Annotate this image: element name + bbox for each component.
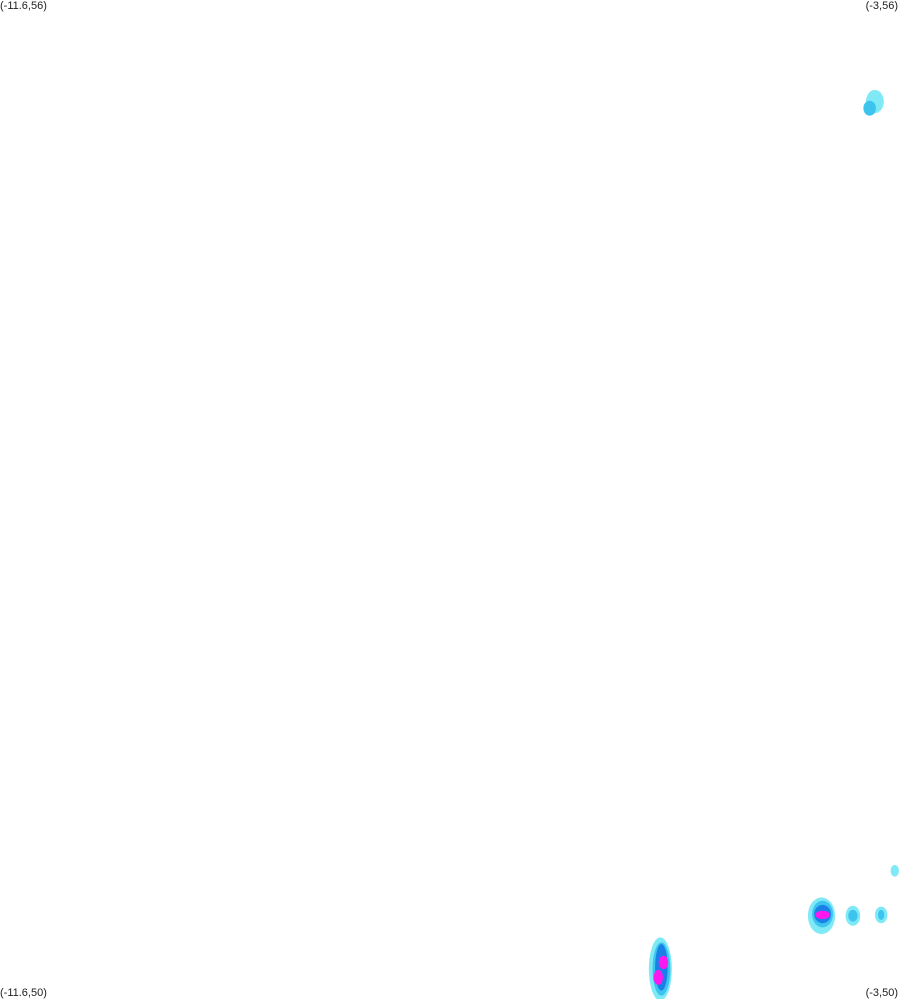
- precip-cell-medium: [863, 100, 876, 116]
- corner-label-bottom-left: (-11.6,50): [0, 987, 47, 999]
- precip-cell-extreme: [653, 969, 663, 985]
- precipitation-cells: [648, 89, 899, 999]
- precip-cell-extreme: [658, 955, 669, 970]
- corner-label-top-right: (-3,56): [865, 0, 898, 12]
- corner-label-top-left: (-11.6,56): [0, 0, 47, 12]
- precip-cell-light: [890, 864, 899, 877]
- precip-cell-extreme: [815, 910, 830, 920]
- precip-cell-medium: [848, 909, 858, 922]
- corner-label-bottom-right: (-3,50): [865, 987, 898, 999]
- precip-cell-medium: [878, 909, 885, 920]
